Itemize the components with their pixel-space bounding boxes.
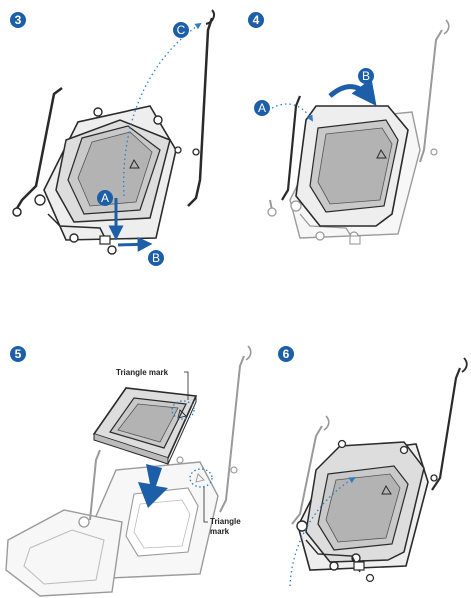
step-4-label-a: A bbox=[254, 100, 270, 116]
step-5-down-arrow bbox=[138, 464, 168, 508]
step-3-badge: 3 bbox=[10, 12, 26, 28]
step-5-number: 5 bbox=[15, 347, 22, 361]
step-3-label-c: C bbox=[173, 22, 189, 38]
step-5-badge: 5 bbox=[10, 346, 26, 362]
svg-text:A: A bbox=[258, 101, 266, 115]
step-6-number: 6 bbox=[283, 347, 290, 361]
step-3-load-lever bbox=[187, 17, 214, 207]
step-4-number: 4 bbox=[253, 13, 260, 27]
step-6-panel: 6 bbox=[278, 346, 468, 587]
svg-text:B: B bbox=[362, 69, 370, 83]
step-4-arrow-a bbox=[271, 103, 314, 122]
step-5-panel: 5 Triangle mark bbox=[5, 345, 252, 597]
step-5-label-triangle-bottom-1: Triangle bbox=[210, 517, 241, 526]
svg-text:C: C bbox=[177, 23, 186, 37]
step-5-triangle-callout-bottom bbox=[189, 468, 213, 488]
step-3-label-b: B bbox=[148, 250, 164, 266]
step-5-label-triangle-bottom-2: mark bbox=[210, 527, 230, 536]
step-6-load-lever bbox=[431, 367, 462, 491]
step-4-panel: 4 B A bbox=[248, 12, 450, 245]
step-3-number: 3 bbox=[15, 13, 22, 27]
svg-text:B: B bbox=[152, 251, 160, 265]
step-5-cpu bbox=[92, 387, 198, 465]
step-4-arrow-b bbox=[328, 78, 377, 106]
step-4-badge: 4 bbox=[248, 12, 264, 28]
step-3-panel: 3 A bbox=[10, 9, 215, 266]
step-4-label-b: B bbox=[358, 68, 374, 84]
svg-text:A: A bbox=[101, 191, 109, 205]
step-5-label-triangle-top: Triangle mark bbox=[116, 368, 169, 377]
step-3-label-a: A bbox=[97, 190, 113, 206]
step-6-badge: 6 bbox=[278, 346, 294, 362]
step-3-arrow-b bbox=[117, 236, 153, 252]
step-5-triangle-callout-top bbox=[171, 400, 195, 420]
step-3-side-lever bbox=[14, 87, 63, 211]
step-3-arrow-c bbox=[122, 22, 202, 197]
